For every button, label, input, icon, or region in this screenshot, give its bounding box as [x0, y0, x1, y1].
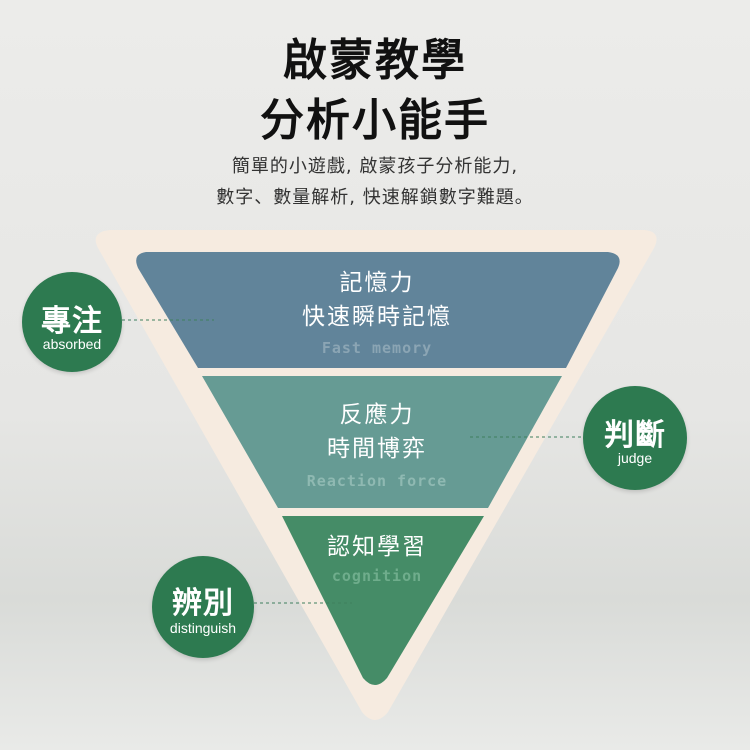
- tier-3-english: cognition: [331, 567, 423, 585]
- badge-distinguish-english: distinguish: [169, 620, 237, 636]
- badge-focus-english: absorbed: [42, 336, 102, 352]
- badge-focus-label: 專注: [41, 304, 103, 339]
- tier-2-title: 反應力: [339, 402, 415, 428]
- tier-1-english: Fast memory: [321, 339, 433, 357]
- page-title: 啟蒙教學: [283, 35, 467, 86]
- subtitle-line2: 數字、數量解析, 快速解鎖數字難題。: [216, 187, 534, 208]
- tier-2-english: Reaction force: [306, 472, 448, 490]
- tier-1-subtitle: 快速瞬時記憶: [302, 304, 452, 330]
- tier-2-band: [202, 376, 562, 508]
- tier-3-band: [282, 516, 484, 685]
- badge-focus: 專注 absorbed: [22, 272, 122, 372]
- badge-distinguish: 辨別 distinguish: [152, 556, 254, 658]
- tier-1-title: 記憶力: [339, 270, 415, 296]
- subtitle-line1: 簡單的小遊戲, 啟蒙孩子分析能力,: [231, 156, 519, 177]
- badge-judge-label: 判斷: [604, 418, 666, 453]
- tier-1-band: [136, 252, 620, 368]
- badge-distinguish-label: 辨別: [172, 586, 234, 621]
- badge-judge-english: judge: [617, 450, 653, 466]
- badge-judge: 判斷 judge: [583, 386, 687, 490]
- tier-3-title: 認知學習: [327, 534, 427, 560]
- page-title-line2: 分析小能手: [260, 95, 490, 146]
- tier-2-subtitle: 時間博弈: [327, 436, 427, 462]
